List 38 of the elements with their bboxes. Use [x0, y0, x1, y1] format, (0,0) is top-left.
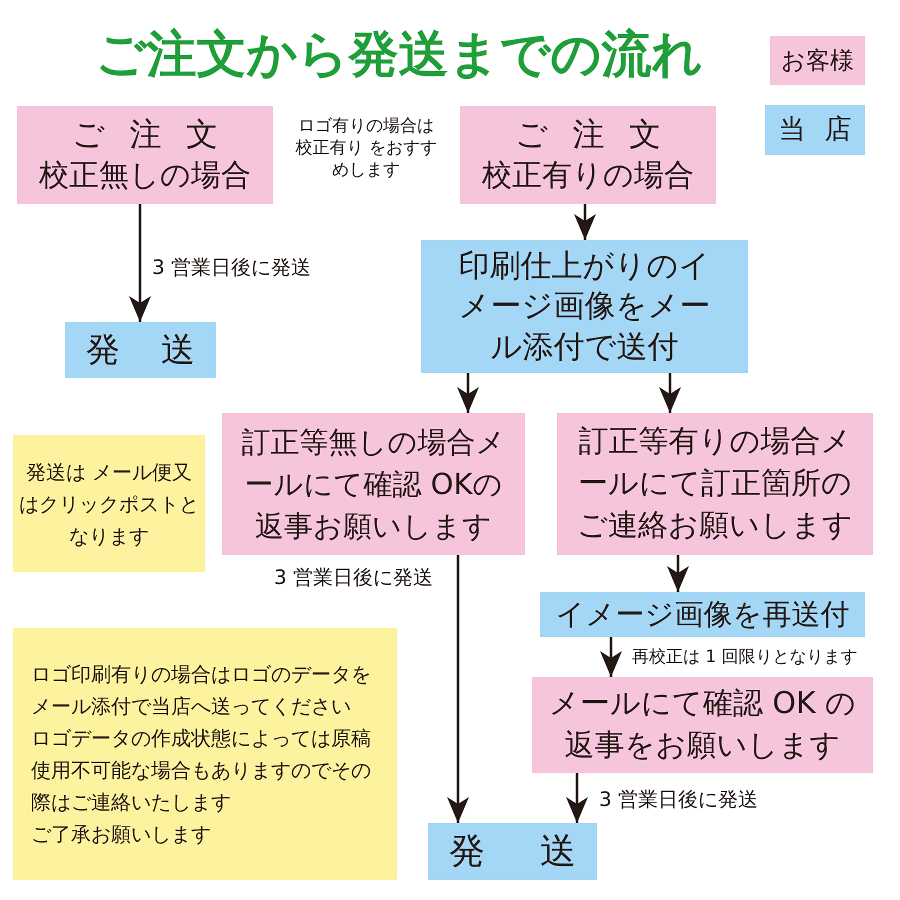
legend-label: 当 店 [778, 114, 852, 146]
process-box [421, 240, 748, 373]
node-text: 訂正等有りの場合メールにて訂正箇所のご連絡お願いします [577, 423, 853, 545]
note-text: ロゴ印刷有りの場合はロゴのデータをメール添付で当店へ送ってください [31, 661, 372, 720]
arrow [129, 204, 151, 322]
note-box [13, 628, 397, 880]
note-text: 発送は メール便又はクリックポストとなります [18, 458, 200, 550]
legend-label: お客様 [781, 46, 854, 75]
arrow [667, 555, 689, 592]
node-text: 訂正等無しの場合メールにて確認 OKの返事お願いします [240, 424, 506, 546]
arrow [457, 373, 479, 413]
note-text: ロゴデータの作成状態によっては原稿使用不可能な場合もありますのでその際はご連絡いたします [31, 725, 372, 816]
process-box [17, 106, 273, 204]
node-text: メールにて確認 OK の返事をお願いします [548, 685, 858, 765]
node-text: 発 送 [86, 330, 196, 370]
process-box [460, 106, 716, 204]
node-heading: ご 注 文 [72, 114, 218, 156]
arrow [566, 773, 588, 823]
node-text: 校正無しの場合 [39, 157, 251, 196]
note-text: ロゴ有りの場合は校正有り をおすすめします [294, 115, 438, 182]
note-box [13, 435, 205, 572]
node-text: 校正有りの場合 [482, 157, 694, 196]
process-box [532, 677, 873, 773]
arrow [574, 204, 596, 240]
node-text: イメージ画像を再送付 [556, 597, 850, 632]
note-text: ご了承お願いします [31, 821, 211, 848]
node-text: 発 送 [449, 830, 576, 874]
node-heading: ご 注 文 [514, 114, 662, 156]
arrow [659, 373, 681, 413]
title: ご注文から発送までの流れ [96, 26, 702, 84]
process-box [222, 413, 525, 555]
arrow [600, 637, 622, 677]
process-box [557, 413, 873, 555]
process-box [65, 322, 216, 378]
process-box [540, 592, 865, 637]
node-text: 印刷仕上がりのイメージ画像をメール添付で送付 [457, 247, 712, 367]
process-box [428, 823, 597, 880]
arrow [447, 555, 469, 823]
